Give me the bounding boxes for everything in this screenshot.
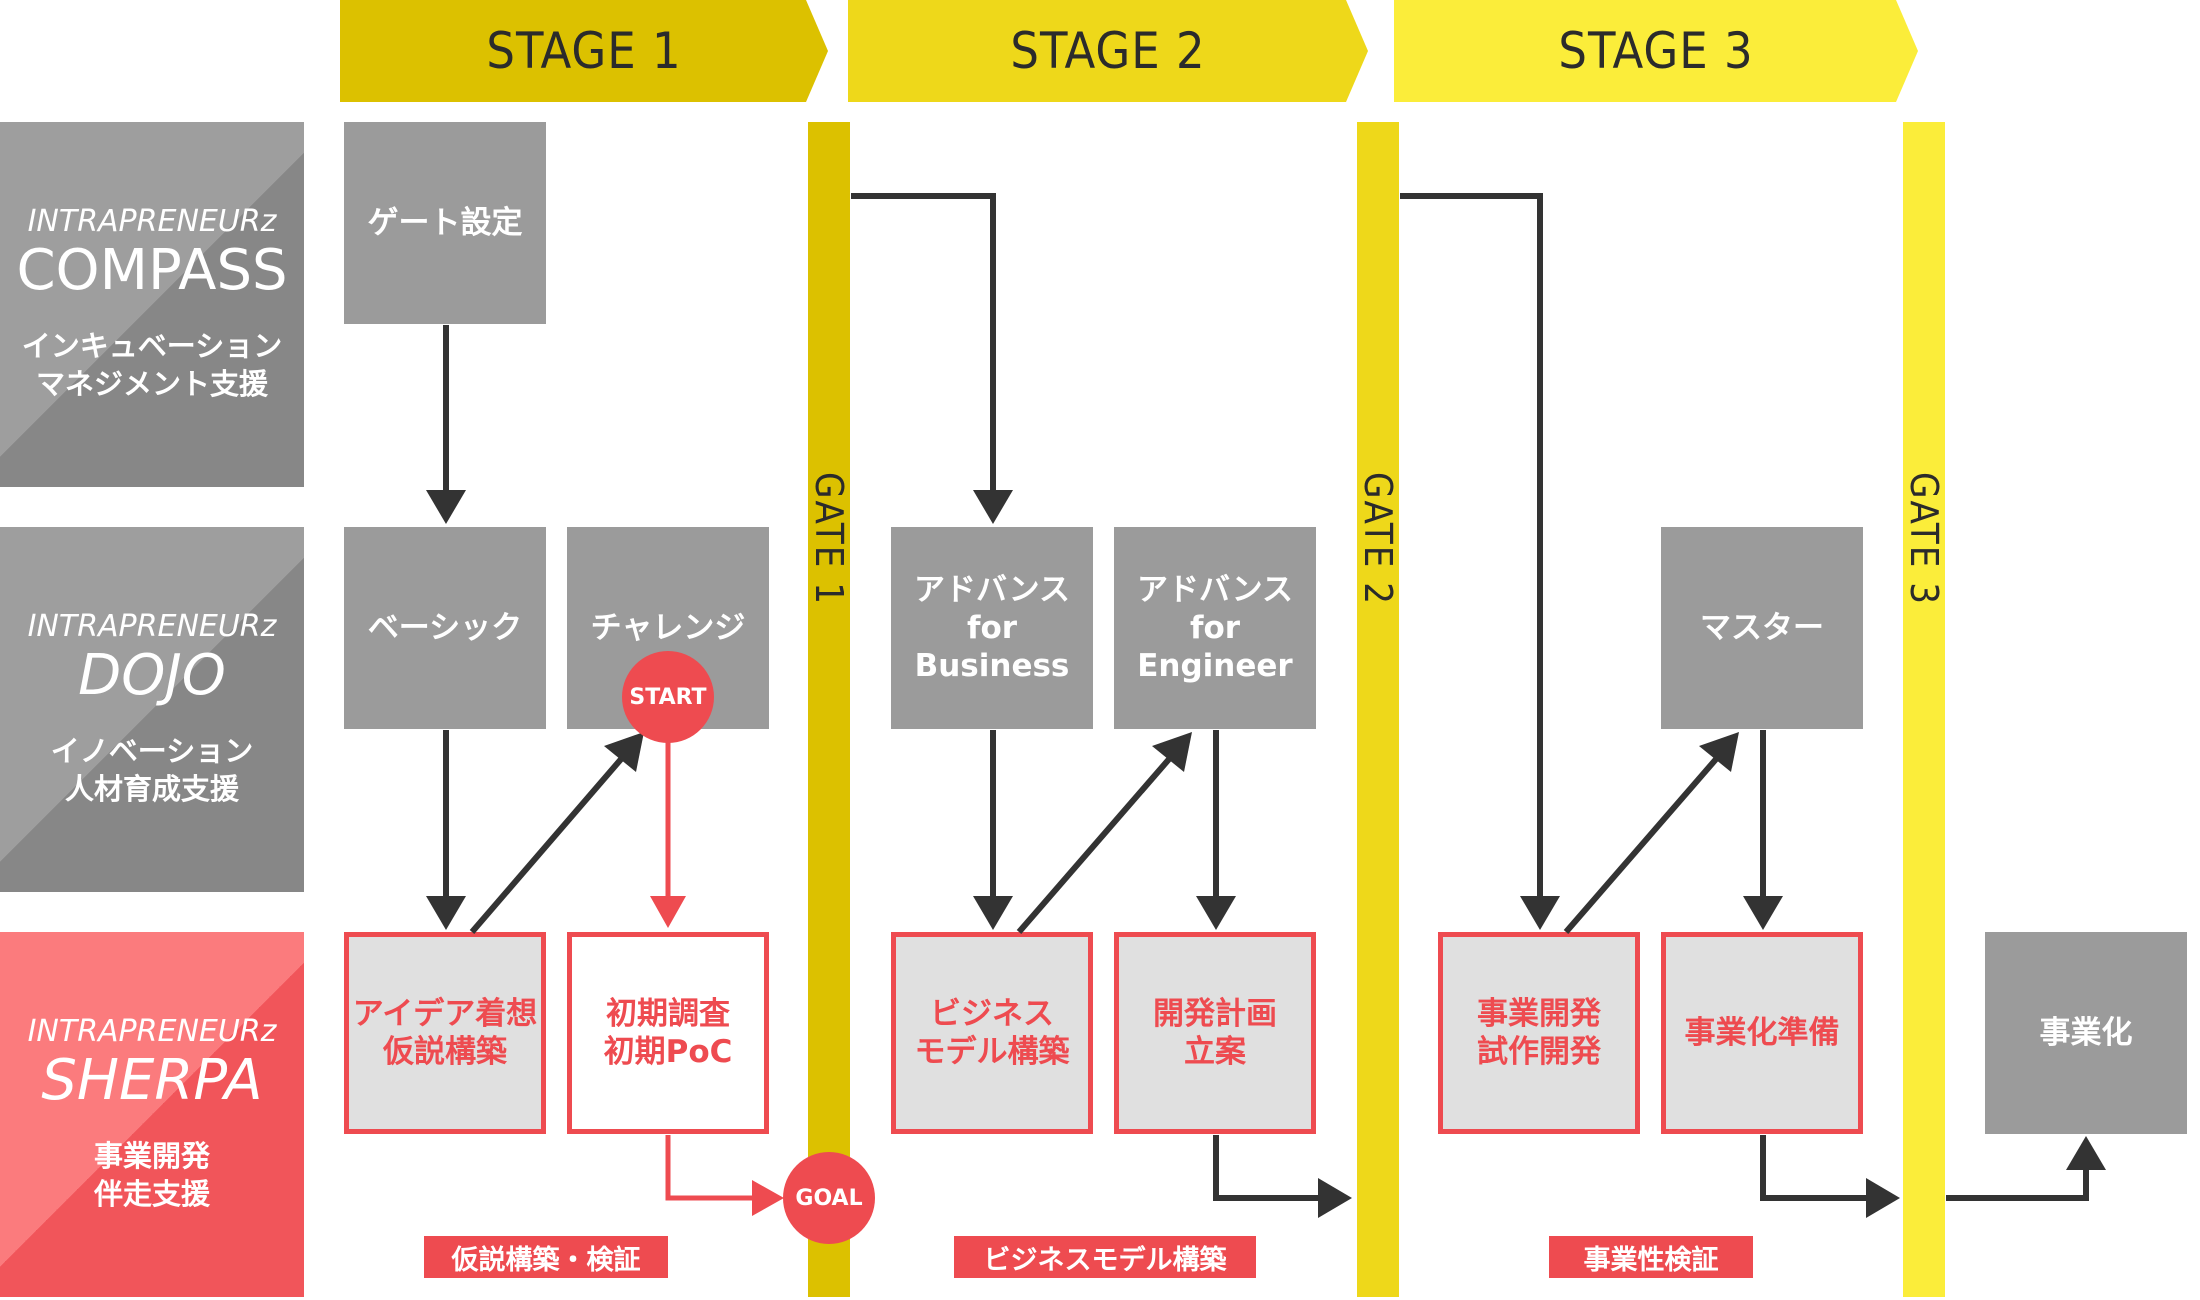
- sherpa-brand: INTRAPRENEURz: [27, 1014, 277, 1049]
- master-box: マスター: [1661, 527, 1863, 729]
- gate-1-bar: GATE 1: [807, 122, 851, 1297]
- row-label-dojo: INTRAPRENEURz DOJO イノベーション 人材育成支援: [0, 527, 304, 892]
- stage-2-label: STAGE 2: [1010, 22, 1206, 80]
- tag-feasibility: 事業性検証: [1549, 1236, 1753, 1278]
- gate-setting-box: ゲート設定: [344, 122, 546, 324]
- compass-brand: INTRAPRENEURz: [27, 204, 277, 239]
- arrowhead-idea-to-challenge: [604, 732, 644, 772]
- arrowhead-devplan-to-gate2: [1318, 1178, 1352, 1218]
- business-model-box: ビジネス モデル構築: [891, 932, 1093, 1134]
- arrowhead-master-to-prep: [1743, 896, 1783, 930]
- dojo-desc: イノベーション 人材育成支援: [50, 734, 254, 806]
- gate-2-bar: GATE 2: [1356, 122, 1400, 1297]
- sherpa-desc: 事業開発 伴走支援: [93, 1139, 210, 1211]
- arrowhead-basic-to-idea: [426, 896, 466, 930]
- gate-2-label: GATE 2: [1356, 472, 1400, 606]
- dojo-product: DOJO: [78, 643, 226, 708]
- goal-marker: GOAL: [783, 1152, 875, 1244]
- initial-research-box: 初期調査 初期PoC: [567, 932, 769, 1134]
- arrow-gate3-to-commercialization: [1946, 1170, 2089, 1201]
- arrow-research-to-goal: [665, 1135, 752, 1201]
- commercialization-box: 事業化: [1985, 932, 2187, 1134]
- tag-hypothesis: 仮説構築・検証: [424, 1236, 668, 1278]
- arrowhead-start-to-research: [650, 896, 686, 928]
- arrow-devplan-to-gate2: [1213, 1135, 1318, 1201]
- biz-dev-box: 事業開発 試作開発: [1438, 932, 1640, 1134]
- gate-1-label: GATE 1: [807, 472, 851, 606]
- arrowhead-gate2-to-bizdev: [1520, 896, 1560, 930]
- arrow-prep-to-gate3: [1760, 1135, 1866, 1201]
- arrow-gate2-to-bizdev: [1400, 193, 1543, 896]
- start-marker: START: [622, 651, 714, 743]
- tag-business-model: ビジネスモデル構築: [954, 1236, 1256, 1278]
- arrowhead-adv-engineer-to-devplan: [1196, 896, 1236, 930]
- row-label-compass: INTRAPRENEURz COMPASS インキュベーション マネジメント支援: [0, 122, 304, 487]
- advance-engineer-box: アドバンス for Engineer: [1114, 527, 1316, 729]
- arrowhead-adv-business-to-model: [973, 896, 1013, 930]
- stage-1-banner: STAGE 1: [340, 0, 828, 102]
- arrow-idea-to-challenge: [469, 756, 625, 934]
- arrowhead-gate1-to-adv-business: [973, 490, 1013, 524]
- compass-desc: インキュベーション マネジメント支援: [21, 329, 283, 401]
- arrowhead-gate3-to-commercialization: [2066, 1136, 2106, 1170]
- row-label-sherpa: INTRAPRENEURz SHERPA 事業開発 伴走支援: [0, 932, 304, 1297]
- arrowhead-research-to-goal: [752, 1180, 784, 1216]
- arrowhead-model-to-adv-engineer: [1152, 732, 1192, 772]
- commercialization-prep-box: 事業化準備: [1661, 932, 1863, 1134]
- dev-plan-box: 開発計画 立案: [1114, 932, 1316, 1134]
- stage-2-banner: STAGE 2: [848, 0, 1368, 102]
- sherpa-product: SHERPA: [41, 1048, 263, 1113]
- arrowhead-prep-to-gate3: [1866, 1178, 1900, 1218]
- advance-business-box: アドバンス for Business: [891, 527, 1093, 729]
- arrow-gate1-to-adv-business: [851, 193, 996, 490]
- arrow-model-to-adv-engineer: [1016, 756, 1173, 934]
- gate-3-bar: GATE 3: [1902, 122, 1946, 1297]
- idea-box: アイデア着想 仮説構築: [344, 932, 546, 1134]
- compass-product: COMPASS: [16, 238, 288, 303]
- arrow-bizdev-to-master: [1563, 756, 1720, 934]
- stage-3-banner: STAGE 3: [1394, 0, 1918, 102]
- arrowhead-gate-to-basic: [426, 490, 466, 524]
- stage-1-label: STAGE 1: [486, 22, 682, 80]
- stage-3-label: STAGE 3: [1558, 22, 1754, 80]
- basic-box: ベーシック: [344, 527, 546, 729]
- arrowhead-bizdev-to-master: [1699, 732, 1739, 772]
- dojo-brand: INTRAPRENEURz: [27, 609, 277, 644]
- gate-3-label: GATE 3: [1902, 472, 1946, 606]
